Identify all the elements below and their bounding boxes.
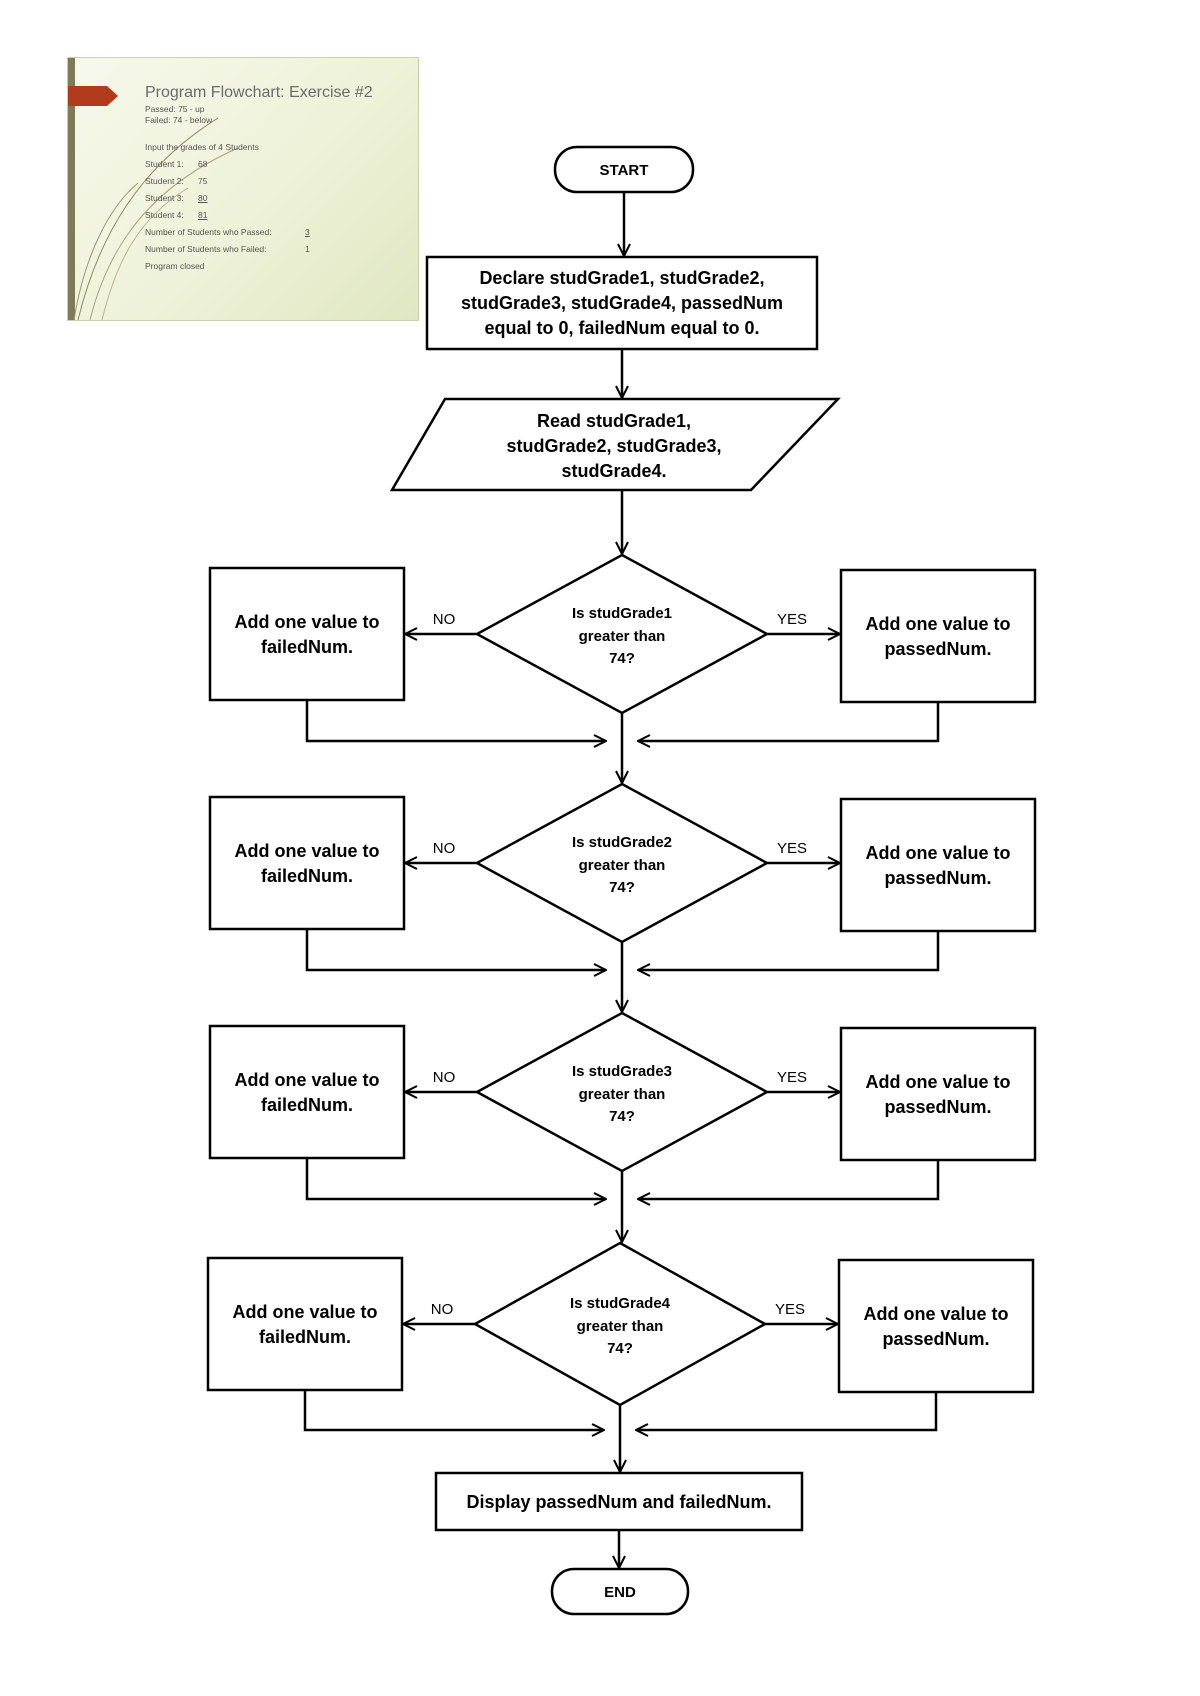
decision-group: Is studGrade2 greater than 74? NO YES Ad… bbox=[208, 782, 1037, 970]
passed-process-box bbox=[837, 1258, 1035, 1394]
no-action-line: failedNum. bbox=[261, 1095, 353, 1115]
yes-branch-label: YES bbox=[777, 611, 807, 628]
no-action-line: Add one value to bbox=[234, 841, 379, 861]
slide-subtitle-line: Failed: 74 - below bbox=[145, 115, 213, 125]
yes-action-line: Add one value to bbox=[865, 1072, 1010, 1092]
yes-branch-label: YES bbox=[777, 1069, 807, 1086]
yes-branch-label: YES bbox=[777, 840, 807, 857]
passed-process-box bbox=[839, 1026, 1037, 1162]
failed-process-box bbox=[208, 795, 406, 931]
passed-process-box bbox=[839, 568, 1037, 704]
no-action-line: failedNum. bbox=[259, 1327, 351, 1347]
yes-action-line: passedNum. bbox=[884, 639, 991, 659]
decision-question: greater than bbox=[579, 857, 666, 874]
decision-question: 74? bbox=[607, 1340, 633, 1357]
no-action-line: Add one value to bbox=[234, 612, 379, 632]
failed-process-box bbox=[208, 566, 406, 702]
no-action-line: failedNum. bbox=[261, 637, 353, 657]
read-line: studGrade2, studGrade3, bbox=[506, 436, 721, 456]
slide-line-label: Number of Students who Passed: bbox=[145, 227, 272, 237]
yes-action-line: Add one value to bbox=[865, 614, 1010, 634]
slide-line-value: 81 bbox=[198, 210, 208, 220]
display-process-box: Display passedNum and failedNum. bbox=[434, 1471, 804, 1532]
decision-question: greater than bbox=[579, 1086, 666, 1103]
failed-process-box bbox=[208, 1024, 406, 1160]
no-branch-label: NO bbox=[433, 611, 456, 628]
decision-question: 74? bbox=[609, 1108, 635, 1125]
slide-line-value: 68 bbox=[198, 159, 208, 169]
slide-subtitle-line: Passed: 75 - up bbox=[145, 104, 205, 114]
declare-line: studGrade3, studGrade4, passedNum bbox=[461, 293, 783, 313]
declare-process-box: Declare studGrade1, studGrade2, studGrad… bbox=[425, 255, 819, 351]
yes-branch-label: YES bbox=[775, 1301, 805, 1318]
decision-question: greater than bbox=[577, 1318, 664, 1335]
slide-thumbnail: Program Flowchart: Exercise #2 Passed: 7… bbox=[67, 57, 419, 321]
no-action-line: Add one value to bbox=[232, 1302, 377, 1322]
slide-line-label: Number of Students who Failed: bbox=[145, 244, 267, 254]
slide-line-label: Student 2: bbox=[145, 176, 184, 186]
yes-action-line: Add one value to bbox=[863, 1304, 1008, 1324]
slide-line-label: Student 3: bbox=[145, 193, 184, 203]
end-label: END bbox=[604, 1584, 636, 1601]
decision-question: Is studGrade4 bbox=[570, 1295, 671, 1312]
slide-line-label: Student 1: bbox=[145, 159, 184, 169]
read-line: Read studGrade1, bbox=[537, 411, 691, 431]
yes-action-line: passedNum. bbox=[884, 1097, 991, 1117]
declare-line: Declare studGrade1, studGrade2, bbox=[479, 268, 764, 288]
no-action-line: failedNum. bbox=[261, 866, 353, 886]
slide-title: Program Flowchart: Exercise #2 bbox=[145, 84, 373, 101]
read-input-box: Read studGrade1, studGrade2, studGrade3,… bbox=[389, 397, 841, 492]
slide-line-label: Student 4: bbox=[145, 210, 184, 220]
slide-accent-bar bbox=[68, 58, 75, 320]
decision-group: Is studGrade4 greater than 74? NO YES Ad… bbox=[206, 1241, 1035, 1430]
slide-line-value: 75 bbox=[198, 176, 208, 186]
decision-group: Is studGrade1 greater than 74? NO YES Ad… bbox=[208, 553, 1037, 741]
declare-line: equal to 0, failedNum equal to 0. bbox=[484, 318, 759, 338]
slide-line-value: 80 bbox=[198, 193, 208, 203]
slide-decorative-curves bbox=[73, 117, 239, 320]
no-action-line: Add one value to bbox=[234, 1070, 379, 1090]
decision-question: Is studGrade1 bbox=[572, 605, 672, 622]
no-branch-label: NO bbox=[431, 1301, 454, 1318]
decision-group: Is studGrade3 greater than 74? NO YES Ad… bbox=[208, 1011, 1037, 1199]
start-terminator: START bbox=[553, 145, 695, 194]
no-branch-label: NO bbox=[433, 1069, 456, 1086]
end-terminator: END bbox=[550, 1567, 690, 1616]
yes-action-line: passedNum. bbox=[882, 1329, 989, 1349]
passed-process-box bbox=[839, 797, 1037, 933]
slide-line-value: 3 bbox=[305, 227, 310, 237]
read-line: studGrade4. bbox=[561, 461, 666, 481]
failed-process-box bbox=[206, 1256, 404, 1392]
start-label: START bbox=[600, 162, 649, 179]
decision-question: 74? bbox=[609, 879, 635, 896]
decision-question: greater than bbox=[579, 628, 666, 645]
decision-question: 74? bbox=[609, 650, 635, 667]
display-label: Display passedNum and failedNum. bbox=[466, 1492, 771, 1512]
slide-line-label: Input the grades of 4 Students bbox=[145, 142, 259, 152]
slide-line-label: Program closed bbox=[145, 261, 205, 271]
no-branch-label: NO bbox=[433, 840, 456, 857]
slide-arrow-icon bbox=[68, 86, 118, 106]
yes-action-line: Add one value to bbox=[865, 843, 1010, 863]
decision-question: Is studGrade2 bbox=[572, 834, 672, 851]
slide-line-value: 1 bbox=[305, 244, 310, 254]
yes-action-line: passedNum. bbox=[884, 868, 991, 888]
decision-question: Is studGrade3 bbox=[572, 1063, 672, 1080]
